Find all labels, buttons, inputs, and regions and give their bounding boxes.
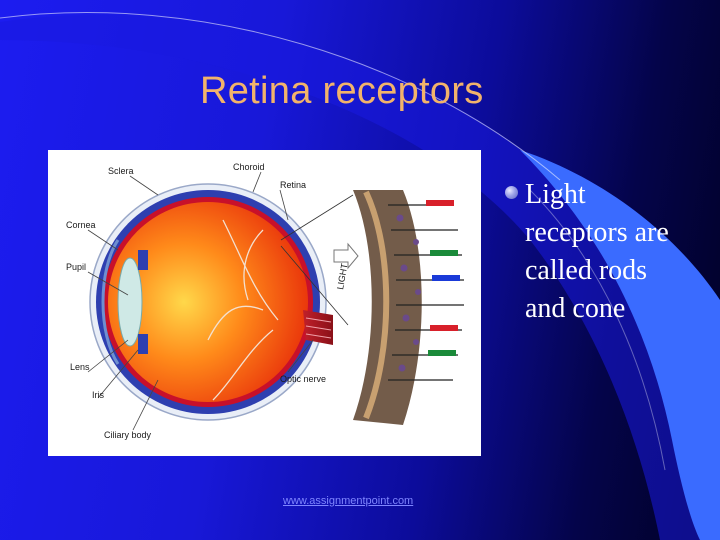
eye-diagram: LIGHT Sclera Choroid Retina Cornea bbox=[48, 150, 481, 456]
label-optic-nerve: Optic nerve bbox=[280, 374, 326, 384]
label-lens: Lens bbox=[70, 362, 90, 372]
label-pupil: Pupil bbox=[66, 262, 86, 272]
label-iris: Iris bbox=[92, 390, 104, 400]
label-sclera: Sclera bbox=[108, 166, 134, 176]
label-choroid: Choroid bbox=[233, 162, 265, 172]
bullet-text: Light receptors are called rods and cone bbox=[525, 176, 675, 328]
footer-link[interactable]: www.assignmentpoint.com bbox=[283, 495, 413, 507]
light-label: LIGHT bbox=[335, 262, 350, 290]
label-cornea: Cornea bbox=[66, 220, 96, 230]
optic-nerve bbox=[303, 310, 333, 345]
slide-title: Retina receptors bbox=[200, 70, 484, 113]
label-retina: Retina bbox=[280, 180, 306, 190]
bullet-icon bbox=[505, 186, 518, 199]
label-ciliary-body: Ciliary body bbox=[104, 430, 152, 440]
